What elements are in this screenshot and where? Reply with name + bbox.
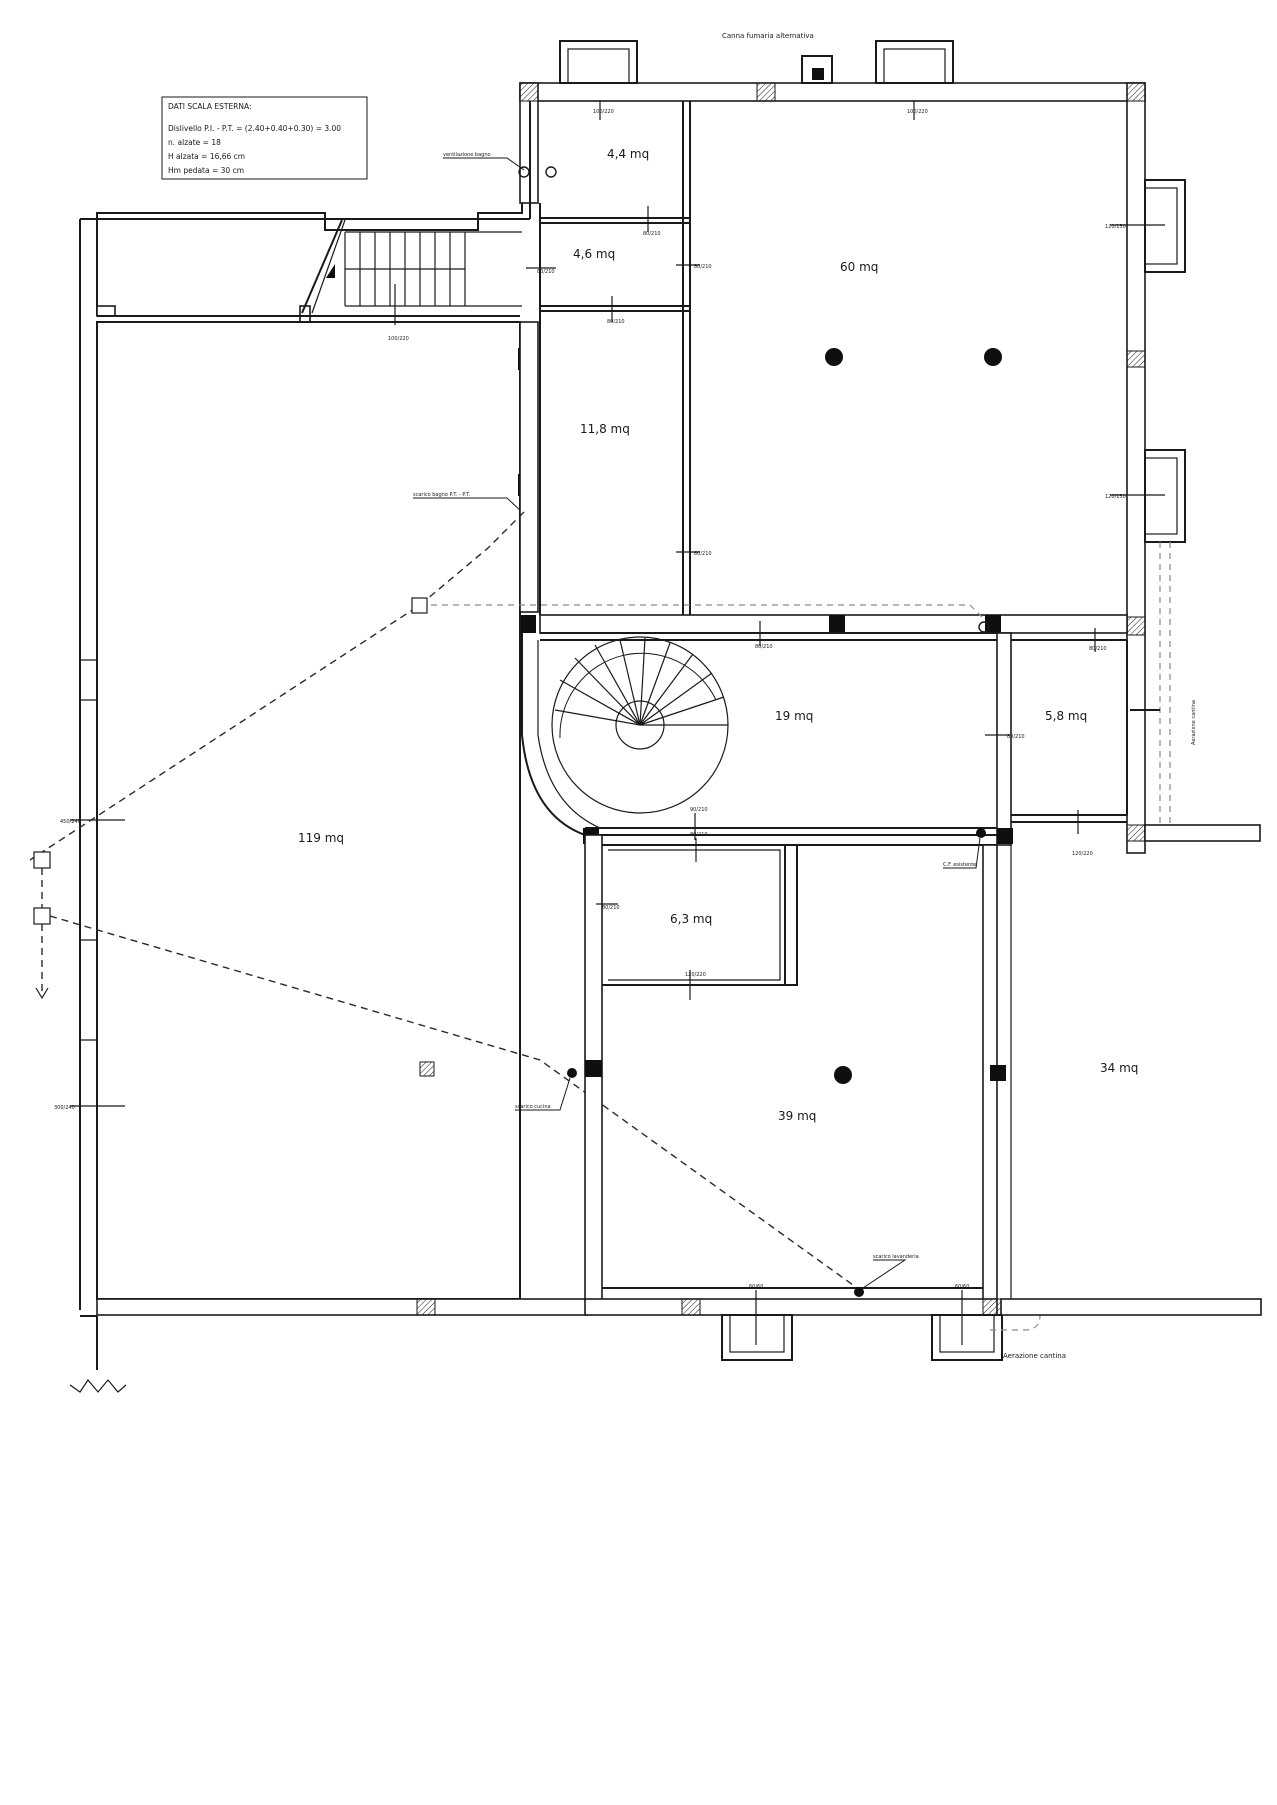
spiral-stair bbox=[551, 636, 729, 814]
ventilation-label: ventilazione bagno bbox=[443, 152, 491, 158]
opening-o20: 80/210 bbox=[602, 905, 620, 911]
room-19: 19 mq bbox=[775, 709, 813, 723]
opening-o1: 100/220 bbox=[593, 109, 614, 115]
opening-o9: 80/210 bbox=[694, 264, 712, 270]
opening-o3: 80/210 bbox=[643, 231, 661, 237]
stair-box-line4: Hm pedata = 30 cm bbox=[168, 166, 244, 175]
opening-o8: 80/210 bbox=[537, 269, 555, 275]
flue-label: Canna fumaria alternativa bbox=[722, 32, 814, 40]
large-room-119: 450/240 300/240 119 mq scarico cucina bbox=[29, 315, 986, 1393]
room-5-8-block: 5,8 mq 80/210 120/220 Aerazione cantina bbox=[1011, 628, 1261, 857]
room-4-6: 4,6 mq bbox=[573, 247, 615, 261]
opening-o22: 60/60 bbox=[749, 1284, 763, 1290]
stair-box-line3: H alzata = 16,66 cm bbox=[168, 152, 245, 161]
opening-o18: 300/240 bbox=[54, 1105, 75, 1111]
stair-box-title: DATI SCALA ESTERNA: bbox=[168, 102, 252, 111]
room-6-3: 6,3 mq bbox=[670, 912, 712, 926]
kitchen-drain-label: scarico cucina bbox=[515, 1104, 551, 1110]
room-4-4: 4,4 mq bbox=[607, 147, 649, 161]
room-119: 119 mq bbox=[298, 831, 344, 845]
stair-box-line2: n. alzate = 18 bbox=[168, 138, 221, 147]
cellar-vent-bottom-label: Aerazione cantina bbox=[1003, 1352, 1066, 1360]
outdoor-stair bbox=[79, 101, 531, 1310]
room-34: 34 mq bbox=[1100, 1061, 1138, 1075]
stair-steps bbox=[345, 232, 466, 306]
opening-o2: 100/220 bbox=[907, 109, 928, 115]
stair-data-box: DATI SCALA ESTERNA: Dislivello P.I. - P.… bbox=[161, 96, 368, 180]
laundry-drain-label: scarico lavanderia bbox=[873, 1254, 919, 1260]
opening-o6: 120/150 bbox=[1105, 494, 1126, 500]
room-5-8: 5,8 mq bbox=[1045, 709, 1087, 723]
bath-drain-label: scarico bagno P.T. - P.T. bbox=[413, 492, 471, 498]
opening-o14: 80/210 bbox=[1089, 646, 1107, 652]
opening-o19: 80/210 bbox=[690, 832, 708, 838]
opening-o15: 120/220 bbox=[1072, 851, 1093, 857]
area-34: 34 mq bbox=[1010, 841, 1138, 1299]
room-11-8: 11,8 mq bbox=[580, 422, 630, 436]
opening-o12: 90/210 bbox=[690, 807, 708, 813]
gf-drain-label: C.F. esistente bbox=[943, 862, 976, 868]
opening-o11: 80/210 bbox=[755, 644, 773, 650]
stair-box-line1: Dislivello P.I. - P.T. = (2.40+0.40+0.30… bbox=[168, 124, 341, 133]
opening-o4: 80/210 bbox=[607, 319, 625, 325]
room-60: 60 mq bbox=[840, 260, 878, 274]
south-block: C.F. esistente 6,3 mq 80/210 80/210 120/… bbox=[583, 828, 1262, 1361]
hall-19: 19 mq 80/210 90/210 80/210 bbox=[521, 621, 1025, 846]
cellar-vent-side-label: Aerazione cantina bbox=[1191, 700, 1197, 745]
opening-o5: 120/150 bbox=[1105, 224, 1126, 230]
room-39: 39 mq bbox=[778, 1109, 816, 1123]
opening-o10: 80/210 bbox=[694, 551, 712, 557]
opening-o7: 100/220 bbox=[388, 336, 409, 342]
opening-o23: 60/60 bbox=[955, 1284, 969, 1290]
north-block: Canna fumaria alternativa bbox=[388, 32, 1186, 854]
opening-o17: 450/240 bbox=[60, 819, 81, 825]
opening-o21: 120/220 bbox=[685, 972, 706, 978]
opening-o13: 80/210 bbox=[1007, 734, 1025, 740]
